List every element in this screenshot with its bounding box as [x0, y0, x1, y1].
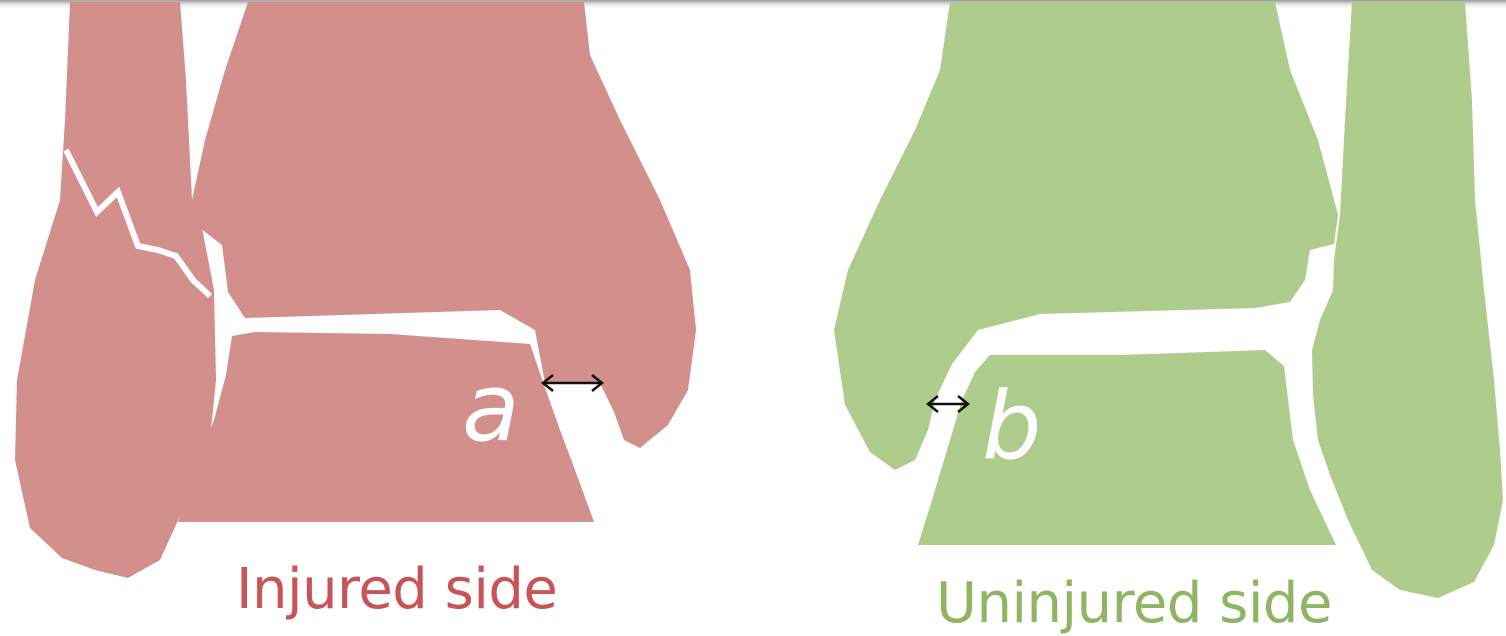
uninjured-label: b — [982, 372, 1042, 481]
fracture-line — [63, 148, 213, 299]
double-headed-arrow-icon — [540, 374, 605, 392]
injured-label: a — [462, 354, 520, 463]
uninjured-ankle: b — [834, 2, 1503, 598]
uninjured-tibia — [834, 2, 1338, 470]
uninjured-fibula — [1312, 2, 1503, 598]
top-edge-shadow — [0, 0, 1506, 8]
double-headed-arrow-icon — [925, 395, 971, 413]
uninjured-talus — [918, 350, 1336, 545]
injured-ankle: a — [15, 2, 696, 578]
uninjured-side-caption: Uninjured side — [936, 571, 1332, 636]
injured-fibula — [15, 2, 216, 578]
injured-side-caption: Injured side — [236, 557, 558, 622]
injured-tibia — [192, 2, 696, 448]
injured-talus — [178, 332, 594, 522]
